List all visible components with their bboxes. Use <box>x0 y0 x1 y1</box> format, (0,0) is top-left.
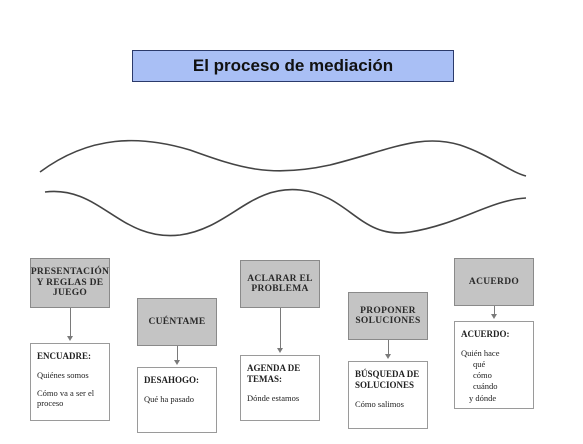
stage-5-arrow-icon <box>491 314 497 319</box>
stage-5-detail-line: qué <box>473 358 486 369</box>
stage-3-header: ACLARAR EL PROBLEMA <box>240 260 320 308</box>
stage-4-detail-title: BÚSQUEDA DE SOLUCIONES <box>355 369 420 390</box>
stage-1-detail-line: Quiénes somos <box>37 369 89 380</box>
stage-4-header: PROPONER SOLUCIONES <box>348 292 428 340</box>
stage-3-connector <box>280 308 281 348</box>
stage-3-detail: AGENDA DE TEMAS: Dónde estamos <box>240 355 320 421</box>
stage-5-header: ACUERDO <box>454 258 534 306</box>
stage-1-arrow-icon <box>67 336 73 341</box>
stage-2-detail-title: DESAHOGO: <box>144 375 200 385</box>
stage-5-detail: ACUERDO: Quién hace qué cómo cuándo y dó… <box>454 321 534 409</box>
stage-5-detail-line: y dónde <box>469 392 497 403</box>
stage-1-connector <box>70 308 71 336</box>
stage-1-detail-title: ENCUADRE: <box>37 351 91 361</box>
stage-5-connector <box>494 306 495 314</box>
stage-5-detail-line: cuándo <box>473 381 498 392</box>
lower-wave <box>44 188 527 237</box>
upper-wave <box>39 139 527 177</box>
stage-5-detail-title: ACUERDO: <box>461 329 510 339</box>
stage-2-detail-line: Qué ha pasado <box>144 393 195 404</box>
stage-3-detail-line: Dónde estamos <box>247 392 300 403</box>
stage-5-detail-line: cómo <box>473 370 492 381</box>
stage-3-detail-title: AGENDA DE TEMAS: <box>247 363 301 384</box>
stage-5-detail-line: Quién hace <box>461 347 500 358</box>
stage-4-arrow-icon <box>385 354 391 359</box>
stage-4-detail: BÚSQUEDA DE SOLUCIONES Cómo salimos <box>348 361 428 429</box>
stage-2-arrow-icon <box>174 360 180 365</box>
stage-4-detail-line: Cómo salimos <box>355 398 404 409</box>
stage-2-header: CUÉNTAME <box>137 298 217 346</box>
stage-2-detail: DESAHOGO: Qué ha pasado <box>137 367 217 433</box>
stage-4-connector <box>388 340 389 354</box>
stage-1-detail: ENCUADRE: Quiénes somos Cómo va a ser el… <box>30 343 110 421</box>
stage-3-arrow-icon <box>277 348 283 353</box>
stage-2-connector <box>177 346 178 360</box>
stage-1-detail-line: Cómo va a ser el proceso <box>37 387 95 409</box>
stage-1-header: PRESENTACIÓN Y REGLAS DE JUEGO <box>30 258 110 308</box>
diagram-title: El proceso de mediación <box>132 50 454 82</box>
